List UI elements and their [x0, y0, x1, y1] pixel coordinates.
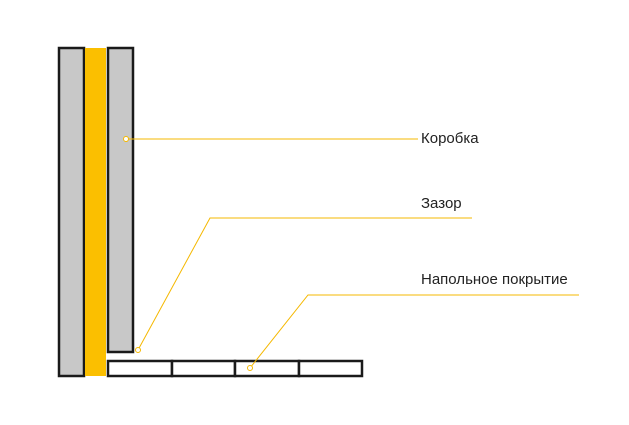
floor-tile: [170, 359, 237, 378]
wall-panel: [57, 46, 86, 378]
insulation-strip: [85, 48, 106, 376]
door-box-panel: [106, 46, 135, 354]
label-floor: Напольное покрытие: [421, 271, 568, 288]
floor-covering: [106, 359, 364, 378]
callout-floor: Напольное покрытие: [247, 271, 579, 371]
floor-tile: [233, 359, 301, 378]
callout-dot-box: [123, 136, 129, 142]
callout-line-gap: [137, 217, 472, 351]
label-gap: Зазор: [421, 195, 462, 212]
floor-tile: [297, 359, 364, 378]
callout-dot-floor: [247, 365, 253, 371]
callout-box: Коробка: [123, 130, 479, 147]
callout-dot-gap: [135, 347, 141, 353]
floor-tile: [106, 359, 174, 378]
callout-gap: Зазор: [135, 195, 472, 353]
label-box: Коробка: [421, 130, 479, 147]
callout-line-floor: [249, 294, 579, 369]
